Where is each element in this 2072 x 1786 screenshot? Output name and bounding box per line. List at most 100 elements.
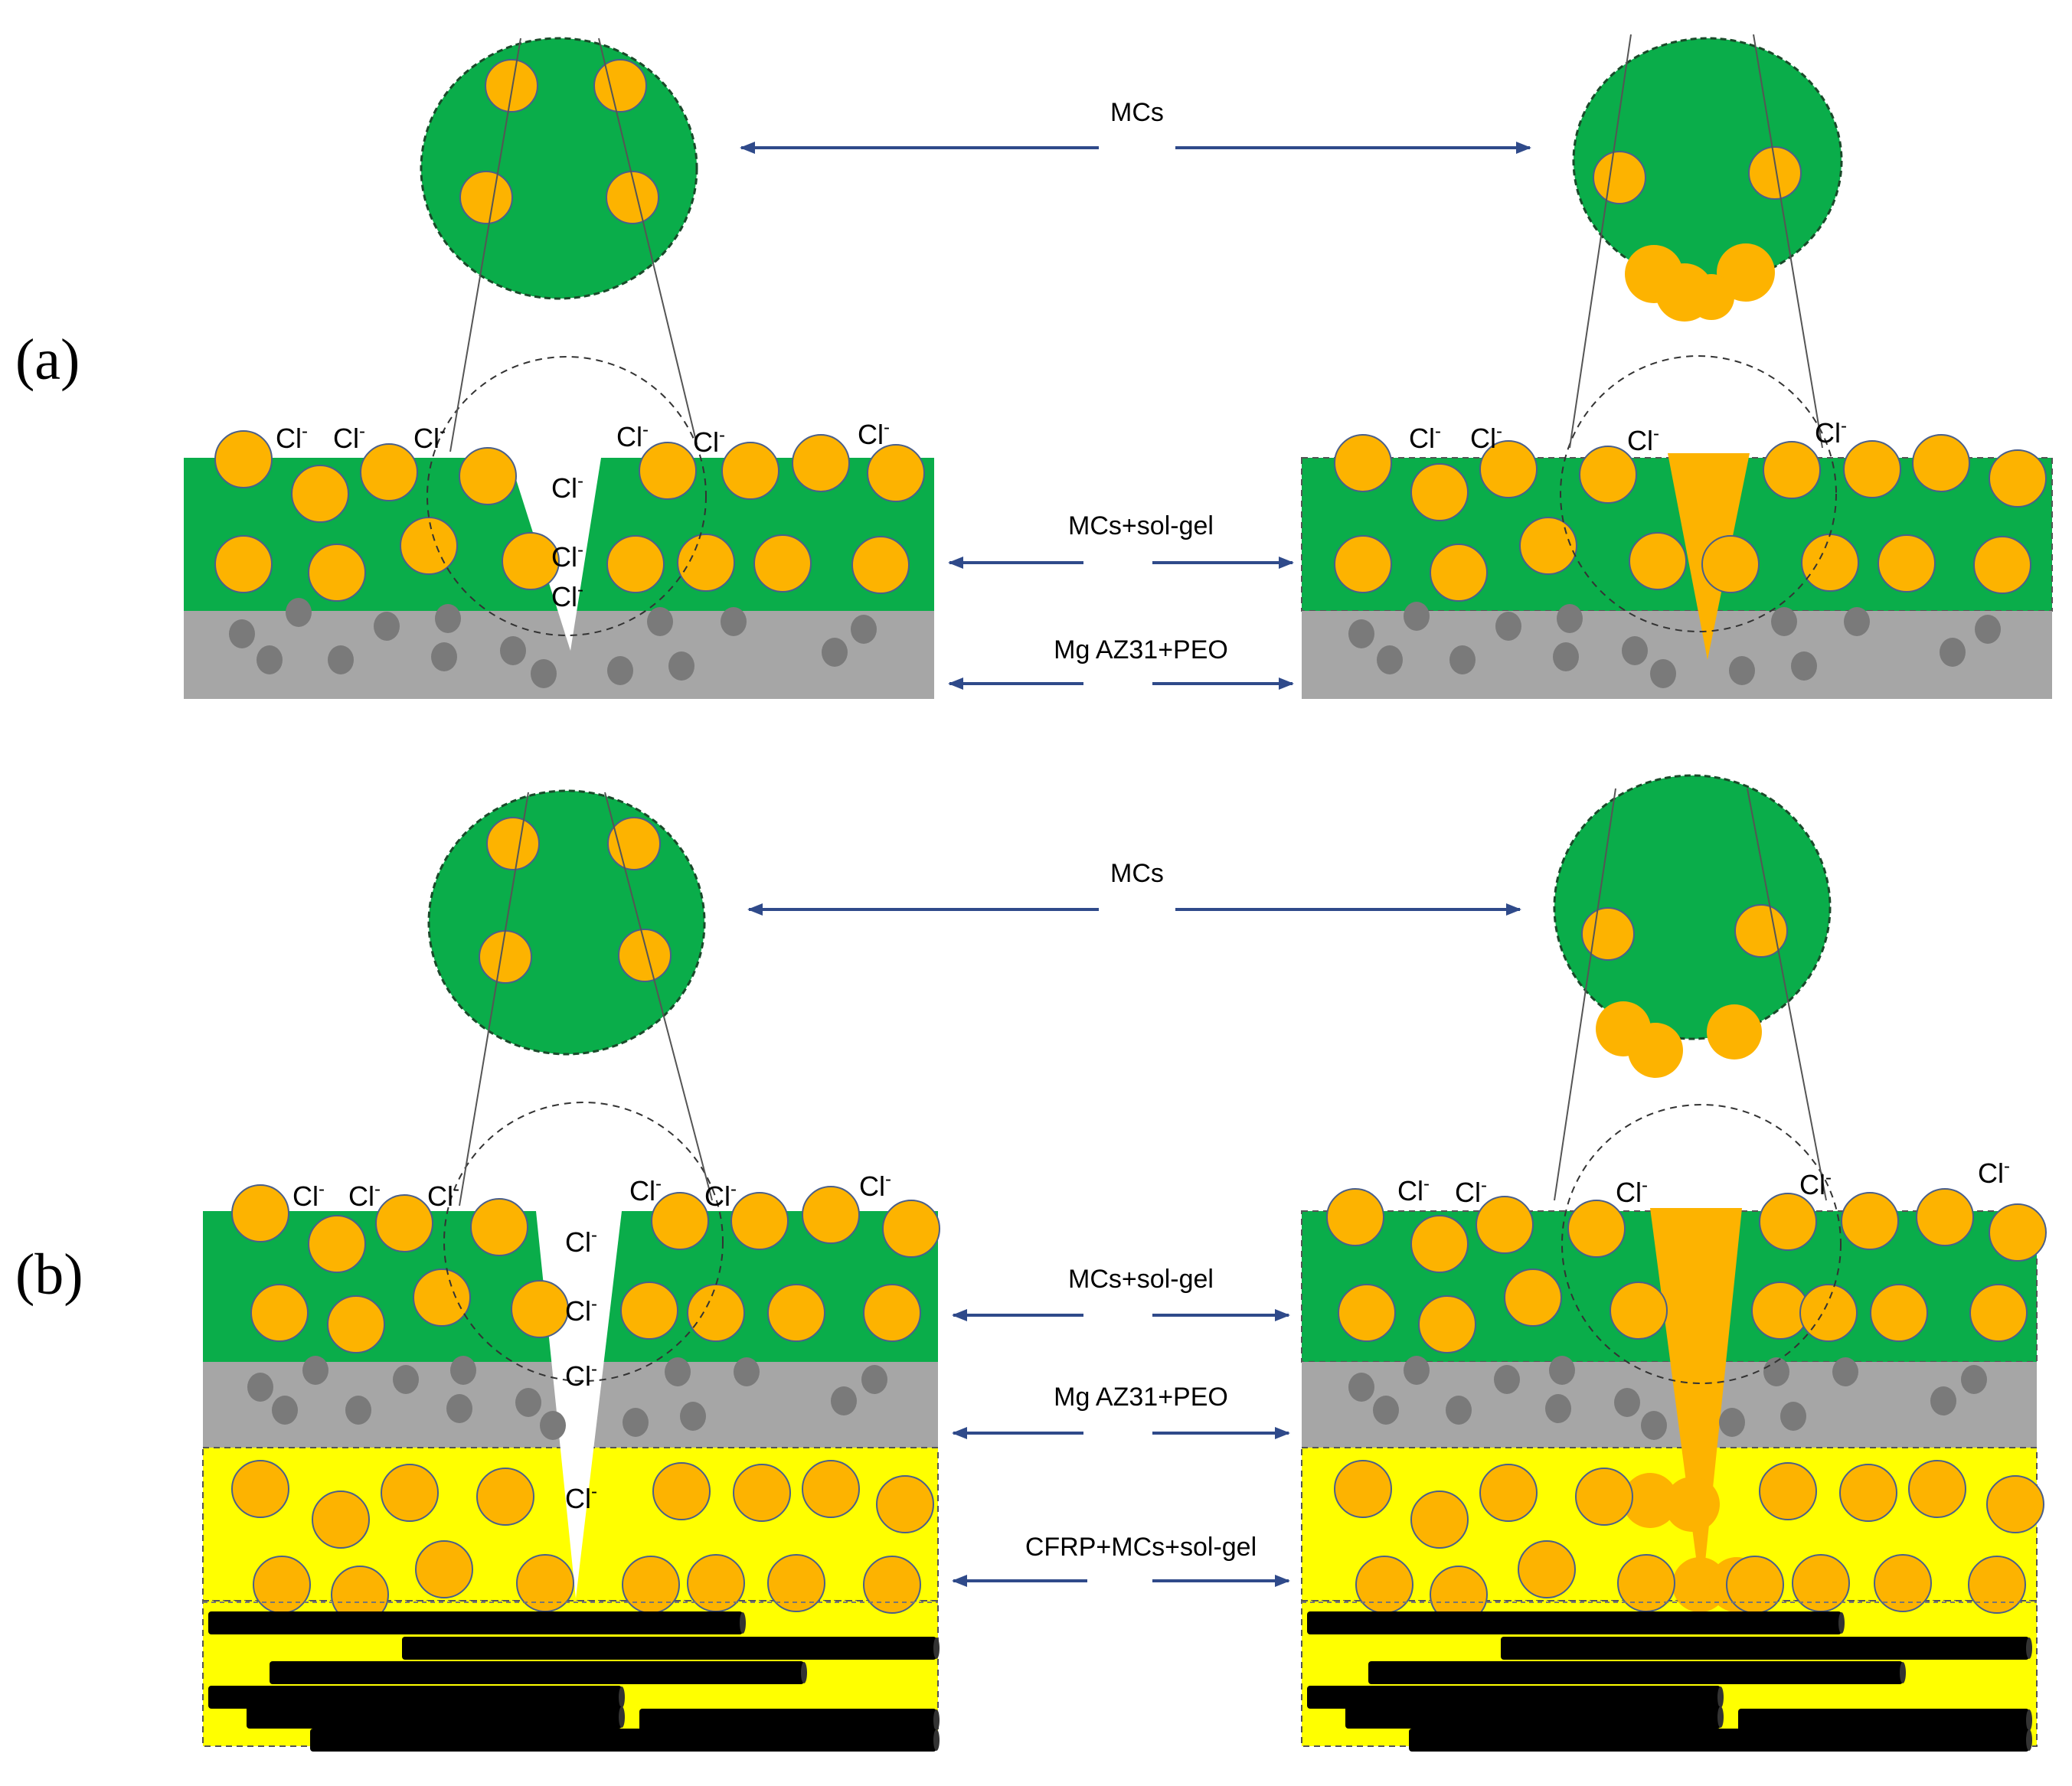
microcapsule [1843, 440, 1901, 498]
microcapsule [400, 517, 458, 575]
microcapsule [1878, 534, 1936, 593]
substrate-pore [229, 619, 255, 648]
microcapsule [1799, 1284, 1858, 1342]
substrate-pore [1975, 615, 2001, 644]
chloride-ion: Cl- [276, 421, 308, 454]
chloride-ion: Cl- [427, 1179, 459, 1212]
substrate-pore [861, 1365, 887, 1394]
microcapsule [459, 447, 517, 505]
released-healing-agent [1623, 1473, 1678, 1528]
carbon-fiber [1345, 1706, 1721, 1729]
microcapsule [1726, 1556, 1784, 1614]
ion-charge: - [359, 421, 365, 442]
chloride-ion: Cl- [1409, 421, 1441, 454]
substrate-pore [1549, 1356, 1575, 1385]
microcapsule [1338, 1284, 1396, 1342]
microcapsule-zoom [618, 929, 672, 982]
carbon-fiber-end [2026, 1729, 2032, 1751]
ion-charge: - [1481, 1175, 1487, 1196]
chloride-ion: Cl- [858, 417, 890, 450]
microcapsule [1410, 1215, 1469, 1273]
substrate-pore [1446, 1396, 1472, 1425]
microcapsule [214, 535, 273, 593]
microcapsule [792, 434, 850, 492]
chloride-ion: Cl- [616, 420, 649, 452]
microcapsule [1759, 1193, 1817, 1251]
substrate-pore [257, 645, 283, 674]
carbon-fiber-end [1900, 1662, 1906, 1683]
released-healing-agent [1665, 1477, 1720, 1532]
microcapsule [622, 1556, 680, 1614]
microcapsule [381, 1464, 439, 1522]
substrate-pore [1771, 607, 1797, 636]
zoom-line [604, 792, 713, 1201]
carbon-fiber [270, 1661, 804, 1684]
substrate-pore [1641, 1411, 1667, 1440]
ion-charge: - [591, 1481, 597, 1502]
zoom-line [459, 792, 529, 1206]
microcapsule [802, 1186, 860, 1244]
label-substrate-b: Mg AZ31+PEO [1054, 1383, 1228, 1412]
microcapsule [476, 1468, 534, 1526]
chloride-ion: Cl- [413, 421, 446, 454]
carbon-fiber [208, 1611, 743, 1634]
ion-charge: - [591, 1359, 597, 1379]
substrate-pore [1495, 612, 1521, 641]
substrate-pore [1961, 1365, 1987, 1394]
carbon-fiber-end [933, 1709, 940, 1731]
substrate-pore [1940, 638, 1966, 667]
microcapsule [312, 1491, 370, 1549]
ion-charge: - [719, 425, 725, 446]
microcapsule [1701, 535, 1760, 593]
zoom-circle-a-left [420, 37, 698, 300]
carbon-fiber-end [1838, 1612, 1845, 1634]
microcapsule [502, 532, 560, 590]
microcapsule [639, 442, 697, 500]
healed-crack-b-right [1650, 1208, 1742, 1598]
chloride-ion: Cl- [292, 1179, 325, 1212]
substrate-pore [393, 1365, 419, 1394]
microcapsule [470, 1198, 528, 1256]
substrate-pore [647, 607, 673, 636]
microcapsule [863, 1284, 921, 1342]
substrate-pore [1545, 1394, 1571, 1423]
ion-charge: - [1653, 423, 1659, 444]
microcapsule-zoom [1581, 907, 1635, 961]
microcapsule [851, 536, 910, 594]
microcapsule [1629, 532, 1687, 590]
ion-charge: - [440, 421, 446, 442]
ion-charge: - [577, 540, 583, 560]
label-substrate-a: Mg AZ31+PEO [1054, 635, 1228, 664]
substrate-pore [1832, 1357, 1858, 1386]
chloride-ion: Cl- [333, 421, 365, 454]
ion-charge: - [884, 417, 890, 438]
substrate-pore [721, 607, 747, 636]
microcapsule [1334, 535, 1392, 593]
microcapsule [375, 1194, 433, 1252]
microcapsule [1973, 536, 2031, 594]
microcapsule [733, 1464, 791, 1522]
substrate-pore [1494, 1365, 1520, 1394]
chloride-ion: Cl- [1627, 423, 1659, 456]
ion-charge: - [1496, 421, 1502, 442]
substrate-pore [1557, 604, 1583, 633]
carbon-fiber-end [1717, 1706, 1724, 1728]
carbon-fiber-end [1717, 1686, 1724, 1708]
microcapsule-zoom [459, 171, 513, 224]
microcapsule [1874, 1554, 1932, 1612]
ion-charge: - [302, 421, 308, 442]
microcapsule [1334, 1460, 1392, 1518]
substrate-pore [1373, 1396, 1399, 1425]
chloride-ion: Cl- [859, 1169, 891, 1202]
chloride-ion: Cl- [1397, 1174, 1430, 1206]
zoom-line [1753, 34, 1823, 449]
ion-charge: - [577, 471, 583, 491]
chloride-ion: Cl- [1815, 416, 1847, 449]
carbon-fiber [402, 1637, 936, 1660]
ion-charge: - [591, 1294, 597, 1314]
microcapsule [1504, 1268, 1562, 1327]
focus-circle-a-right [1560, 355, 1837, 632]
zoom-line [1569, 34, 1632, 449]
chloride-ion: Cl- [1455, 1175, 1487, 1208]
